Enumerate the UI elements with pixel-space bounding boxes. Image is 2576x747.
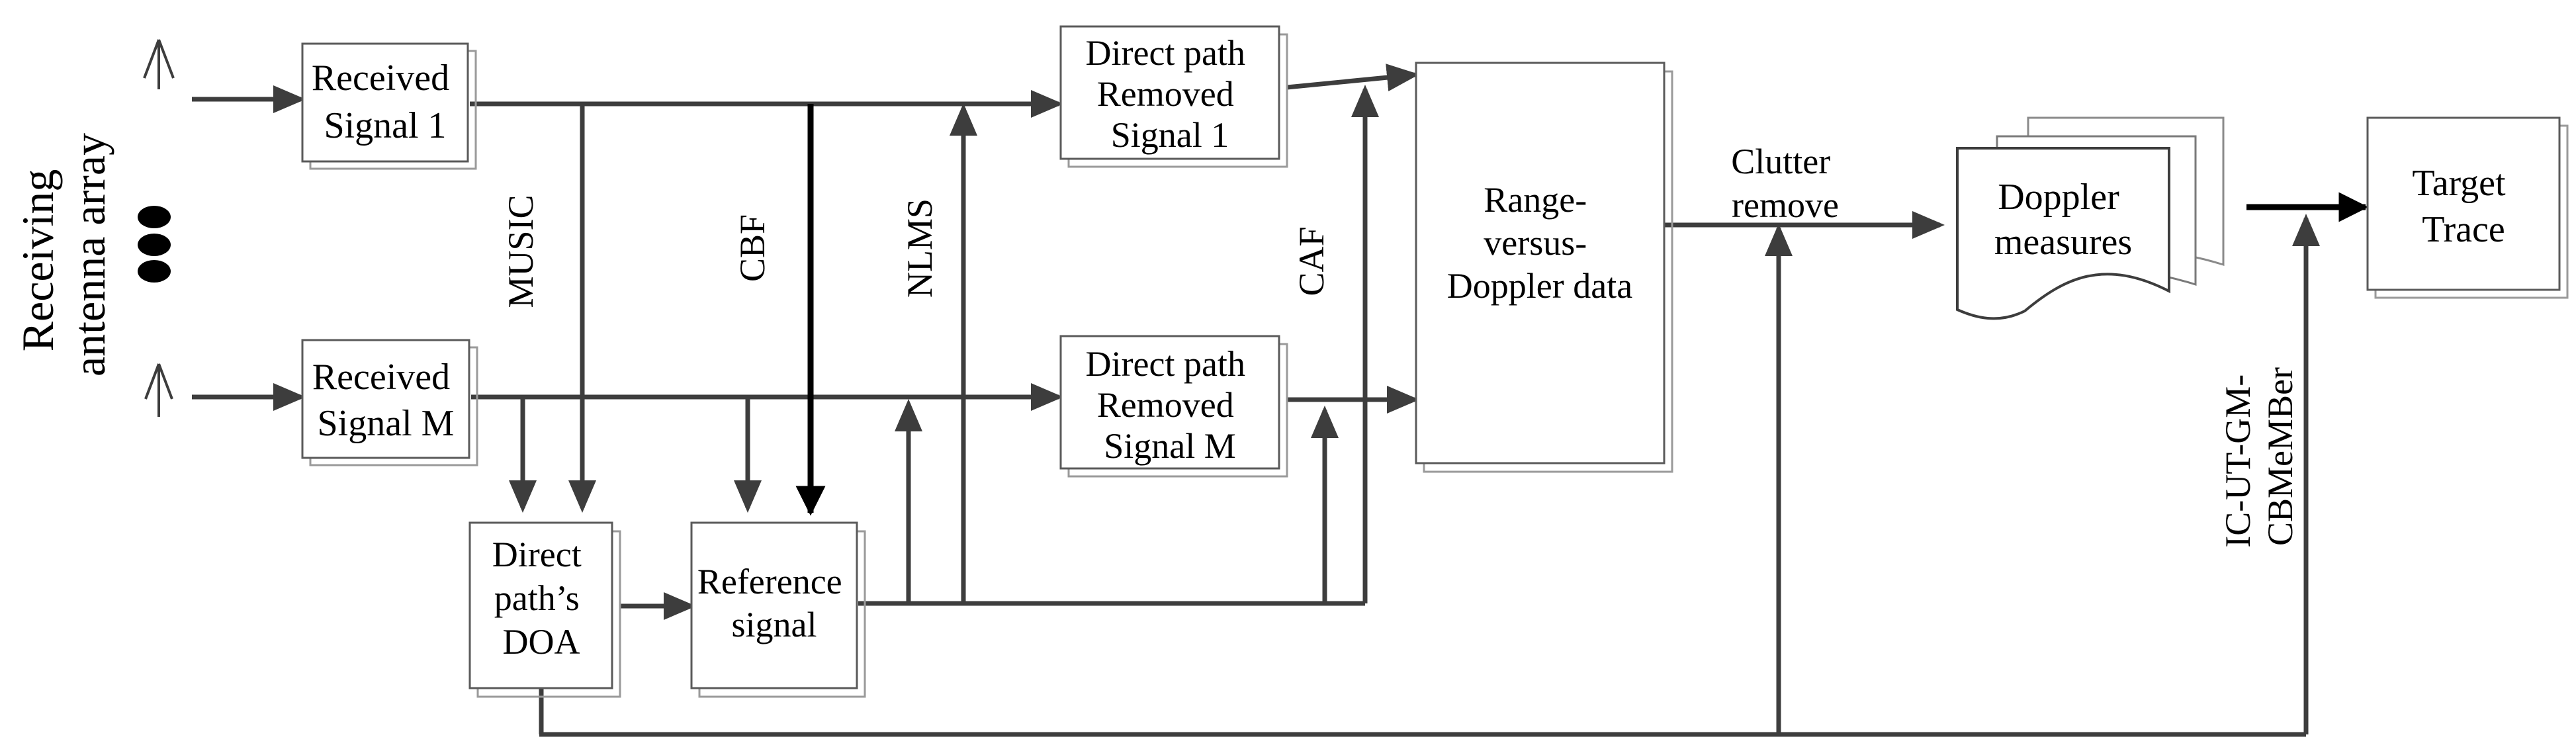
range-doppler-line3: Doppler data (1447, 266, 1632, 306)
target-trace-box: Target Trace (2366, 116, 2569, 299)
direct-doa-line2: path’s (494, 578, 580, 618)
svg-text:Direct path Removed: Direct path Removed Signal M (1086, 344, 1255, 466)
dp-removed-m-line2: Removed (1097, 385, 1234, 425)
svg-text:Received Signal 1: Received Signal 1 (312, 58, 459, 146)
clutter-remove-label: Clutter remove (1731, 142, 1839, 225)
tracker-line2: CBMeMBer (2260, 367, 2300, 546)
connections (192, 64, 2369, 737)
nlms-label: NLMS (900, 198, 940, 298)
dp-removed-m-line1: Direct path (1086, 344, 1245, 384)
caf-label: CAF (1292, 226, 1331, 296)
antenna-array-label-line2: antenna array (64, 133, 114, 376)
music-label: MUSIC (501, 195, 541, 308)
direct-doa-line3: DOA (503, 622, 580, 662)
reference-line2: signal (732, 605, 817, 644)
svg-text:Direct path Removed: Direct path Removed Signal 1 (1086, 33, 1255, 155)
target-trace-line2: Trace (2422, 209, 2505, 250)
direct-doa-line1: Direct (492, 535, 582, 574)
doppler-measures-line1: Doppler (1998, 177, 2119, 218)
doppler-measures-stack: Doppler measures (1956, 116, 2225, 320)
direct-path-doa-box: Direct path’s DOA (468, 521, 621, 698)
received-signal-1-line2: Signal 1 (324, 105, 446, 146)
received-signal-m-line1: Received (312, 357, 450, 398)
antenna-icon-top (143, 39, 175, 89)
direct-path-removed-signal-m-box: Direct path Removed Signal M (1059, 335, 1288, 478)
dp-removed-m-line3: Signal M (1104, 426, 1236, 466)
range-doppler-box: Range- versus- Doppler data (1415, 62, 1673, 473)
dp-removed-1-line3: Signal 1 (1111, 115, 1229, 155)
svg-text:Doppler measures: Doppler measures (1994, 177, 2132, 263)
cbf-label: CBF (733, 214, 772, 282)
clutter-remove-line2: remove (1732, 185, 1839, 225)
target-trace-line1: Target (2412, 163, 2506, 204)
svg-text:Range- versus- Dop: Range- versus- Doppler data (1447, 180, 1632, 306)
antenna-array-label-line1: Receiving (13, 169, 63, 352)
doppler-measures-line2: measures (1994, 222, 2132, 263)
antenna-icon-bottom (144, 363, 173, 417)
reference-signal-box: Reference signal (690, 521, 866, 698)
tracker-label: IC-UT-GM- CBMeMBer (2218, 365, 2300, 547)
range-doppler-line2: versus- (1484, 223, 1587, 263)
reference-line1: Reference (697, 562, 842, 601)
ellipsis-dots-icon (138, 206, 171, 283)
svg-text:Received Signal M: Received Signal M (312, 357, 459, 444)
svg-text:Target Trace: Target Trace (2412, 163, 2514, 250)
tracker-line1: IC-UT-GM- (2218, 374, 2258, 548)
direct-path-removed-signal-1-box: Direct path Removed Signal 1 (1059, 25, 1288, 168)
received-signal-m-line2: Signal M (318, 403, 455, 444)
dp-removed-1-line1: Direct path (1086, 33, 1245, 73)
svg-text:Direct path’s DOA: Direct path’s DOA (492, 535, 590, 662)
clutter-remove-line1: Clutter (1731, 142, 1830, 181)
dp-removed-1-line2: Removed (1097, 74, 1234, 114)
received-signal-1-line1: Received (312, 58, 449, 99)
received-signal-m-box: Received Signal M (301, 339, 478, 466)
svg-text:Reference signal: Reference signal (697, 562, 851, 644)
received-signal-1-box: Received Signal 1 (301, 42, 477, 170)
antenna-array-label: Receiving antenna array (13, 133, 114, 376)
range-doppler-line1: Range- (1484, 180, 1587, 220)
